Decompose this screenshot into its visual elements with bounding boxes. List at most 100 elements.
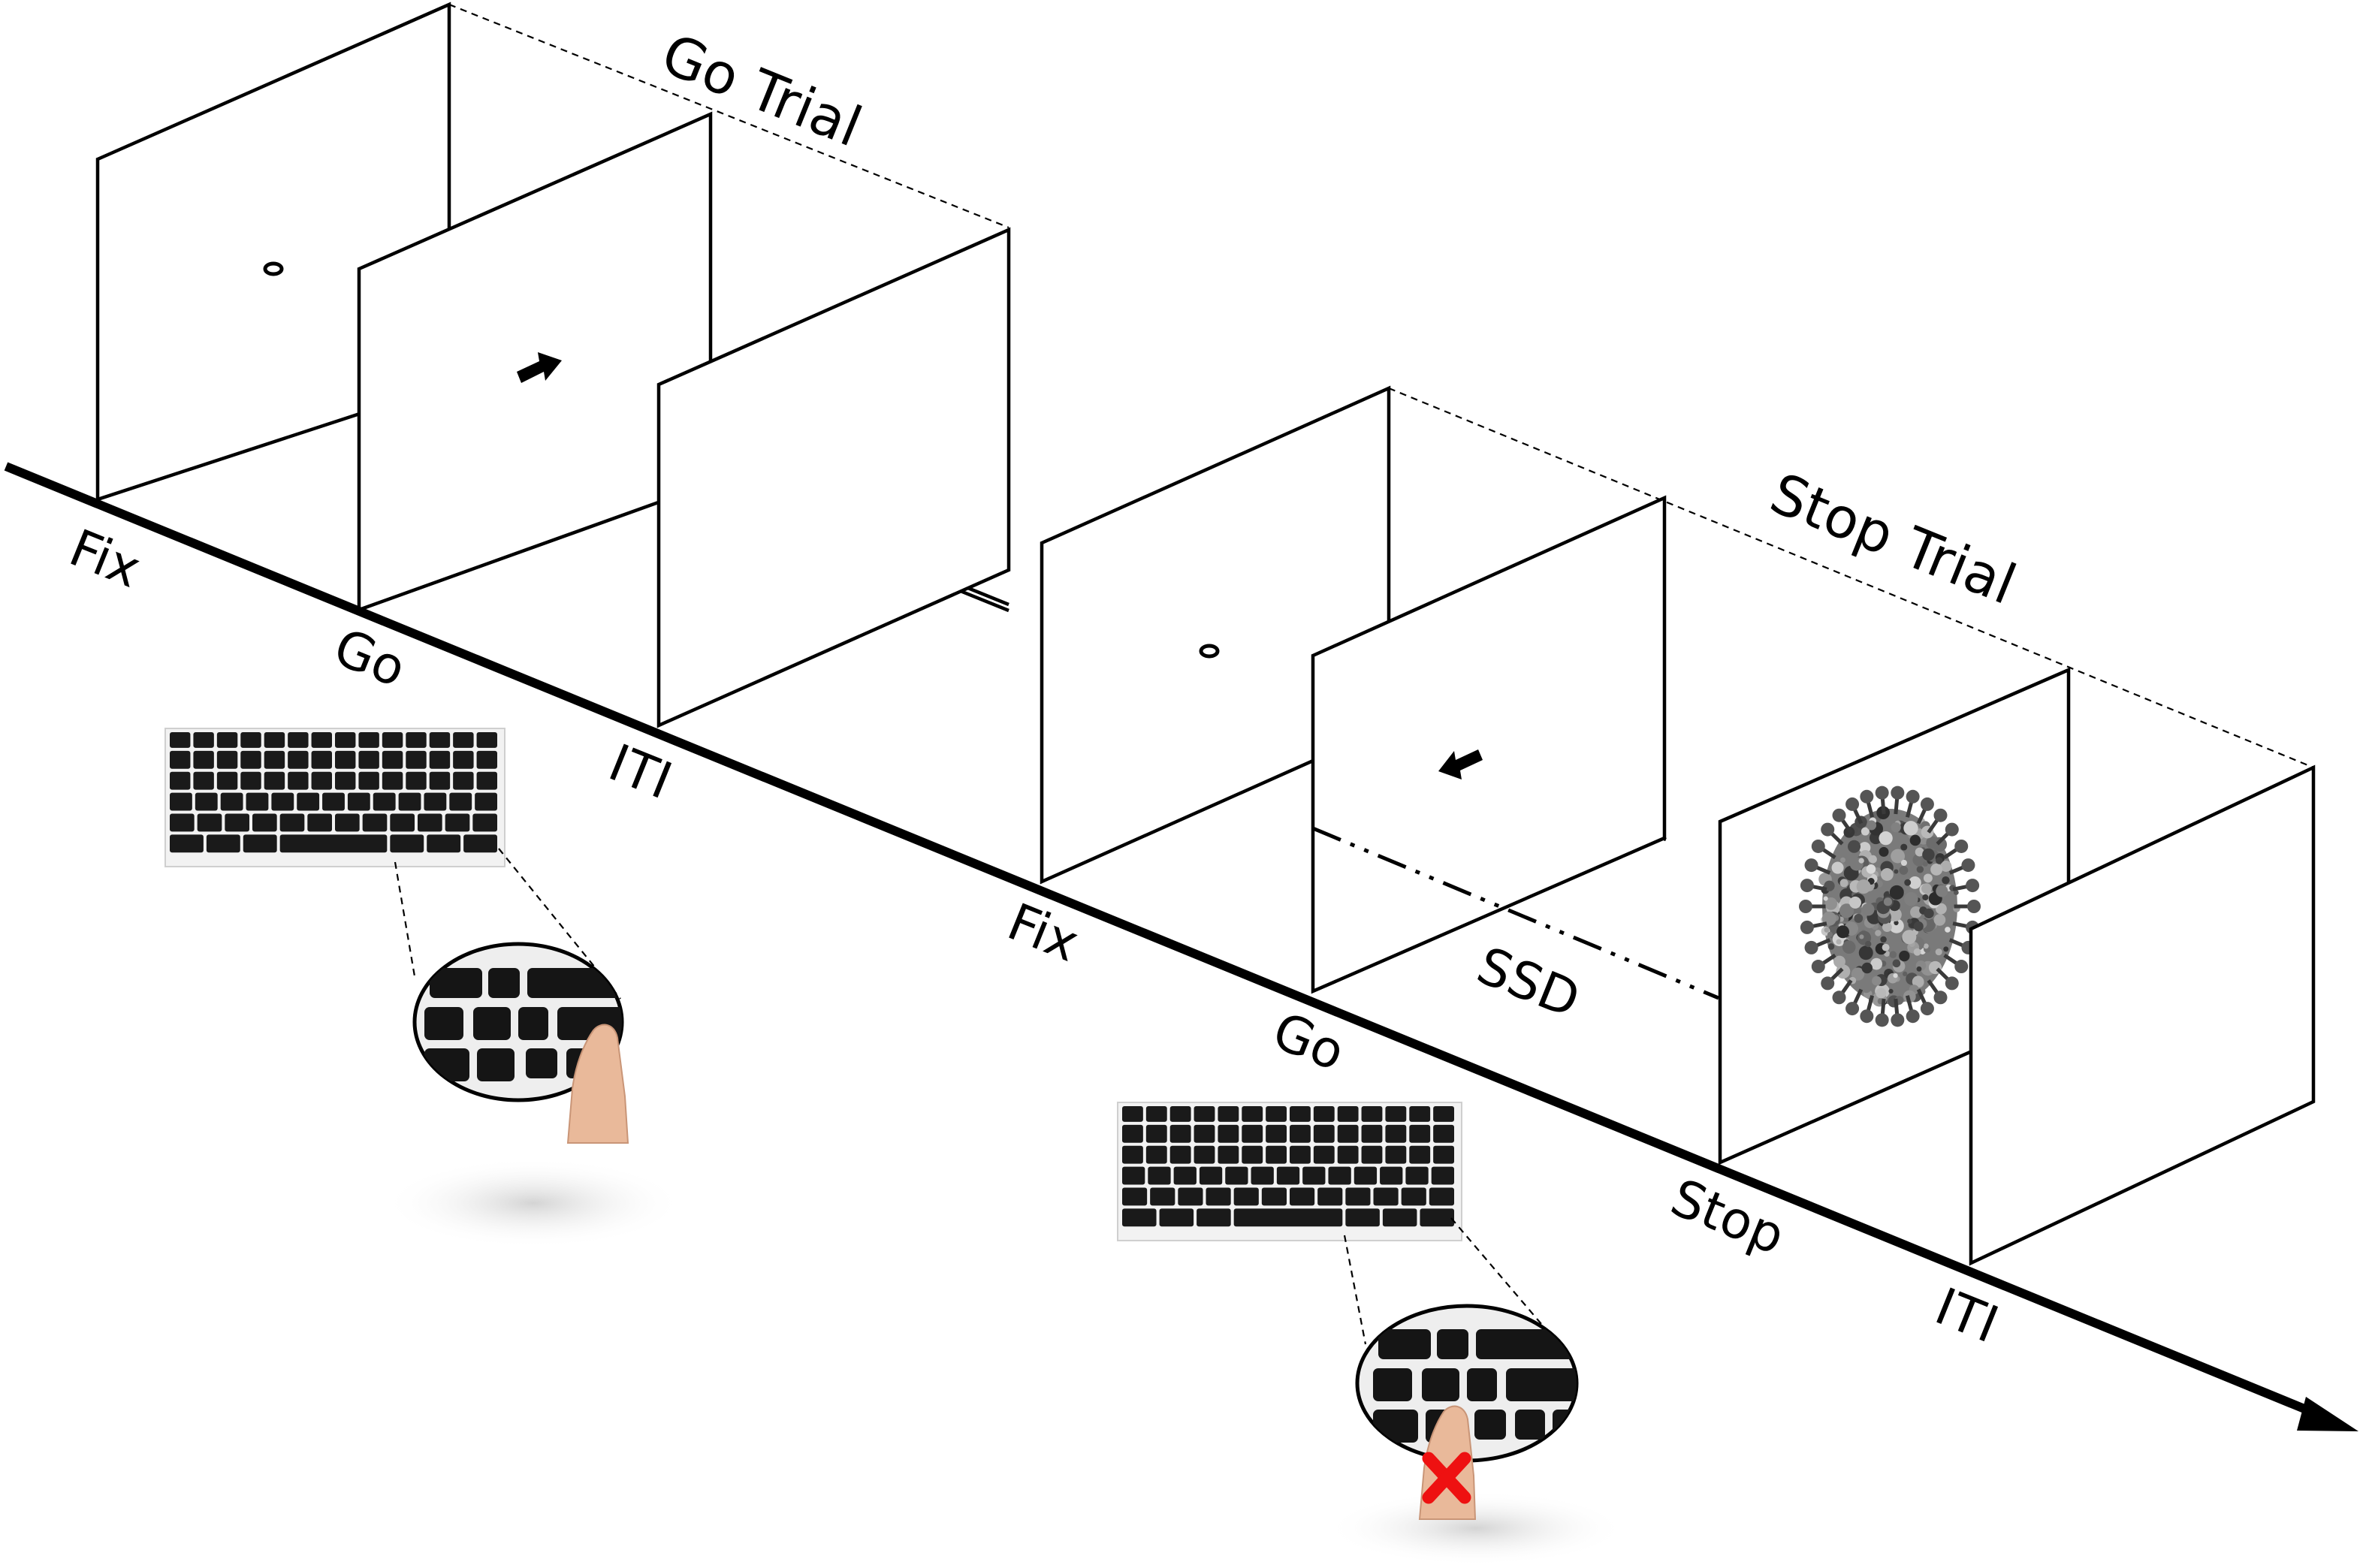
key <box>279 813 305 832</box>
key <box>1266 1124 1287 1143</box>
key <box>430 968 482 998</box>
key <box>170 792 192 811</box>
key <box>1433 1124 1454 1143</box>
key <box>1290 1124 1311 1143</box>
key <box>1345 1208 1380 1227</box>
red-x-icon <box>1422 1452 1471 1504</box>
key <box>1290 1106 1311 1122</box>
key <box>347 792 370 811</box>
key <box>1242 1106 1263 1122</box>
key <box>288 771 309 790</box>
key <box>427 834 461 853</box>
key <box>1437 1329 1468 1359</box>
key <box>311 771 332 790</box>
key <box>1337 1145 1359 1164</box>
key <box>406 732 427 748</box>
key <box>1422 1368 1459 1401</box>
key <box>358 771 379 790</box>
key <box>398 792 421 811</box>
stop-label-stop: Stop <box>1663 1168 1793 1267</box>
key <box>390 813 415 832</box>
key <box>216 771 238 790</box>
virus-icon <box>1799 786 1981 1027</box>
timeline-arrowhead-icon <box>2297 1397 2358 1431</box>
key <box>1476 1329 1574 1359</box>
key <box>1290 1187 1315 1206</box>
finger-left <box>566 1024 629 1144</box>
key <box>1433 1145 1454 1164</box>
key <box>1145 1124 1167 1143</box>
key <box>1218 1145 1239 1164</box>
stop-label-iti: ITI <box>1927 1277 2006 1355</box>
key <box>476 732 497 748</box>
key <box>322 792 345 811</box>
key <box>170 750 191 769</box>
key <box>429 771 451 790</box>
go-iti-panel <box>656 227 1011 728</box>
key <box>1194 1124 1215 1143</box>
key <box>216 750 238 769</box>
key <box>1122 1106 1143 1122</box>
key <box>1173 1166 1197 1185</box>
key <box>170 732 191 748</box>
key <box>1290 1145 1311 1164</box>
key <box>1474 1410 1506 1440</box>
fixation-ellipse-icon <box>1199 644 1220 659</box>
key <box>1361 1124 1383 1143</box>
key <box>1242 1124 1263 1143</box>
key <box>445 813 470 832</box>
magnified-keys <box>1373 1329 1577 1443</box>
key <box>1420 1208 1454 1227</box>
key <box>240 771 261 790</box>
key <box>1276 1166 1300 1185</box>
key <box>311 750 332 769</box>
key <box>1431 1166 1454 1185</box>
key <box>193 732 214 748</box>
key <box>475 792 497 811</box>
key <box>1225 1166 1248 1185</box>
key <box>358 732 379 748</box>
key <box>1515 1410 1545 1440</box>
key <box>335 813 360 832</box>
key <box>264 750 285 769</box>
key <box>1373 1187 1399 1206</box>
key <box>279 834 388 853</box>
arrow-left-icon <box>1438 749 1483 779</box>
key <box>1122 1208 1157 1227</box>
key <box>1159 1208 1194 1227</box>
key <box>477 1048 515 1081</box>
key <box>1378 1329 1431 1359</box>
key <box>488 968 520 998</box>
magnifier-right <box>1355 1304 1579 1463</box>
arrow-right-icon <box>517 352 562 383</box>
key <box>1122 1187 1148 1206</box>
key <box>1313 1124 1335 1143</box>
zoom-connectors-right <box>1343 1217 1572 1360</box>
key <box>1385 1124 1407 1143</box>
key <box>271 792 294 811</box>
key <box>170 771 191 790</box>
key <box>1337 1106 1359 1122</box>
key <box>1361 1145 1383 1164</box>
key <box>1145 1106 1167 1122</box>
key <box>1382 1208 1417 1227</box>
key <box>1233 1187 1259 1206</box>
key <box>1361 1106 1383 1122</box>
stop-trial <box>1040 385 2316 1266</box>
key <box>1148 1166 1171 1185</box>
key <box>1194 1145 1215 1164</box>
key <box>216 732 238 748</box>
key <box>1199 1166 1223 1185</box>
key <box>240 750 261 769</box>
key <box>453 732 474 748</box>
key <box>1233 1208 1343 1227</box>
key <box>1467 1368 1497 1401</box>
key <box>1345 1187 1371 1206</box>
key <box>418 813 442 832</box>
key <box>1302 1166 1326 1185</box>
finger-shadow-right <box>1326 1491 1626 1566</box>
key <box>1218 1124 1239 1143</box>
key <box>382 771 403 790</box>
